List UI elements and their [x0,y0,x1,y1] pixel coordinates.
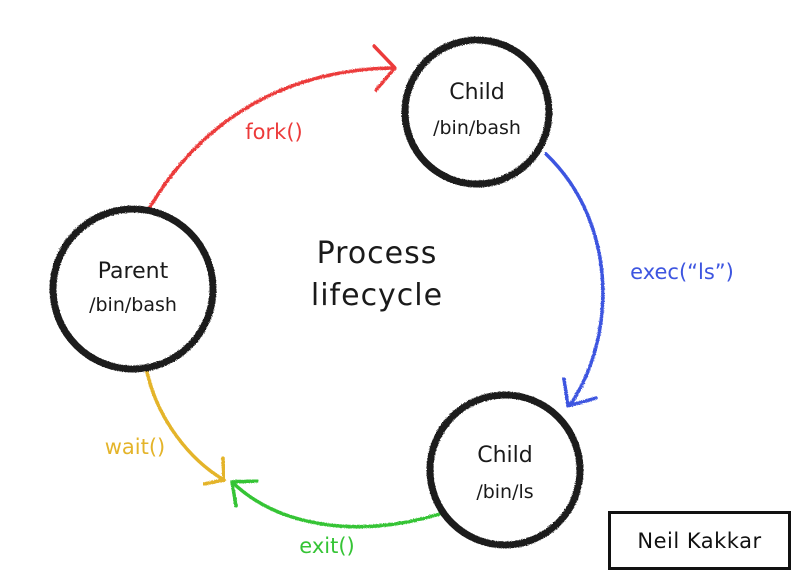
wait-edge [145,370,226,482]
wait-label: wait() [105,435,166,459]
exit-arrowhead [230,479,259,508]
node-child-ls-circle [426,391,584,549]
node-child-bash: Child /bin/bash [401,36,553,188]
center-title-line-2: lifecycle [311,278,443,313]
fork-arrowhead [372,44,397,92]
exit-label: exit() [299,534,354,558]
author-credit-text: Neil Kakkar [637,528,762,553]
wait-arrowhead [202,456,226,486]
node-child-ls-title: Child [477,443,533,468]
node-child-ls-subtitle: /bin/ls [476,481,533,503]
exec-label: exec(“ls”) [630,260,734,284]
exit-edge [230,480,442,529]
fork-label: fork() [245,120,302,144]
exec-arrowhead [562,377,598,408]
node-child-bash-subtitle: /bin/bash [433,117,521,139]
exec-edge [544,152,605,407]
node-parent-circle [49,205,217,373]
node-child-ls: Child /bin/ls [426,391,584,549]
node-child-bash-circle [401,36,553,188]
node-parent: Parent /bin/bash [49,205,217,373]
fork-edge [148,66,395,209]
center-title-line-1: Process [317,236,438,271]
node-parent-subtitle: /bin/bash [89,294,177,316]
node-parent-title: Parent [98,259,169,284]
author-credit-box: Neil Kakkar [608,511,791,570]
node-child-bash-title: Child [449,80,505,105]
